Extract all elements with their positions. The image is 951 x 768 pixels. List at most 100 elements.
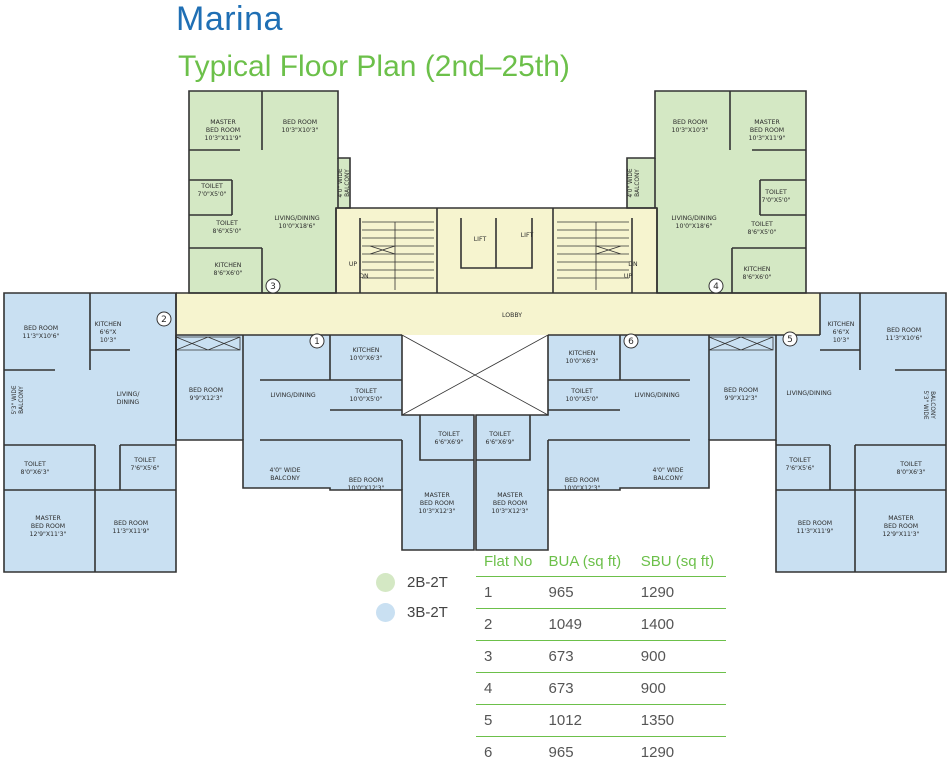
- flat-2-area: [4, 293, 176, 572]
- flat-5-living-label: LIVING/DINING: [786, 390, 832, 397]
- flat-6-living-label: LIVING/DINING: [634, 392, 680, 399]
- table-cell: 1350: [632, 704, 726, 737]
- table-cell: 4: [476, 672, 541, 705]
- legend-3b2t: 3B-2T: [376, 603, 448, 622]
- svg-text:4: 4: [713, 282, 719, 292]
- flat-5-walls: [776, 293, 946, 572]
- stair-up-left: UP: [349, 261, 358, 268]
- flat-3-walls: [189, 91, 339, 293]
- unit-fills: [4, 91, 946, 572]
- flat-6-outline: [475, 335, 777, 551]
- flat-2-outline: [3, 292, 177, 573]
- legend-swatch-2b2t: [376, 573, 395, 592]
- table-cell: 2: [476, 608, 541, 641]
- table-cell: 1049: [540, 608, 633, 641]
- flat-marker-4: 4: [708, 278, 724, 294]
- stairs-right: [557, 221, 629, 290]
- svg-text:3: 3: [270, 282, 276, 292]
- col-bua: BUA (sq ft): [540, 548, 633, 577]
- flat-3-balcony-label: 4'0" WIDEBALCONY: [338, 168, 351, 197]
- flat-5-area: [776, 293, 946, 572]
- flat-marker-6: 6: [623, 333, 639, 349]
- col-sbu: SBU (sq ft): [632, 548, 726, 577]
- flat-6-area: [476, 335, 776, 550]
- stair-up-right: UP: [624, 273, 633, 280]
- lift-2-label: LIFT: [521, 232, 534, 239]
- table-cell: 1012: [540, 704, 633, 737]
- flat-marker-1: 1: [309, 333, 325, 349]
- col-flat-no: Flat No: [476, 548, 541, 577]
- flat-1-living-label: LIVING/DINING: [270, 392, 316, 399]
- shaft-right: [708, 336, 774, 351]
- core-outline: [335, 207, 658, 293]
- flat-6-walls: [476, 335, 710, 490]
- flat-2-walls: [4, 293, 177, 572]
- flat-1-area: [176, 335, 474, 550]
- core-walls: [359, 208, 633, 293]
- flat-number-markers: 1 2 3 4 5 6: [156, 278, 798, 349]
- stair-dn-right: DN: [628, 261, 638, 268]
- table-cell: 1: [476, 576, 541, 609]
- flat-3-area: [189, 91, 350, 293]
- stairs-left: [362, 221, 434, 290]
- table-cell: 5: [476, 704, 541, 737]
- legend-label-3b2t: 3B-2T: [407, 604, 448, 621]
- lift-1-label: LIFT: [474, 236, 487, 243]
- shaft-left: [175, 336, 241, 351]
- table-cell: 673: [540, 640, 633, 673]
- flat-4-balcony-label: 4'0" WIDEBALCONY: [628, 168, 641, 197]
- svg-text:5: 5: [787, 335, 793, 345]
- table-cell: 1290: [640, 743, 675, 761]
- table-cell: 900: [632, 672, 726, 705]
- table-cell: 965: [540, 576, 633, 609]
- legend-label-2b2t: 2B-2T: [407, 574, 448, 591]
- table-cell: 673: [540, 672, 633, 705]
- table-cell: 3: [476, 640, 541, 673]
- flat-2-balcony-label: 5'3" WIDEBALCONY: [12, 385, 25, 414]
- flat-5-outline: [775, 292, 947, 573]
- flat-marker-5: 5: [782, 331, 798, 347]
- flat-1-outline: [175, 335, 475, 551]
- flat-marker-3: 3: [265, 278, 281, 294]
- flat-4-walls: [654, 91, 806, 293]
- lobby-area: [176, 293, 820, 335]
- table-cell: 1290: [632, 576, 726, 609]
- flat-marker-2: 2: [156, 311, 172, 327]
- page-title: Marina: [176, 0, 283, 38]
- table-header-row: Flat No BUA (sq ft) SBU (sq ft): [476, 548, 726, 577]
- void-cross: [401, 334, 549, 416]
- page-subtitle: Typical Floor Plan (2nd–25th): [178, 50, 570, 83]
- svg-text:6: 6: [628, 337, 634, 347]
- flat-5-balcony-label: BALCONY5'3" WIDE: [922, 390, 935, 419]
